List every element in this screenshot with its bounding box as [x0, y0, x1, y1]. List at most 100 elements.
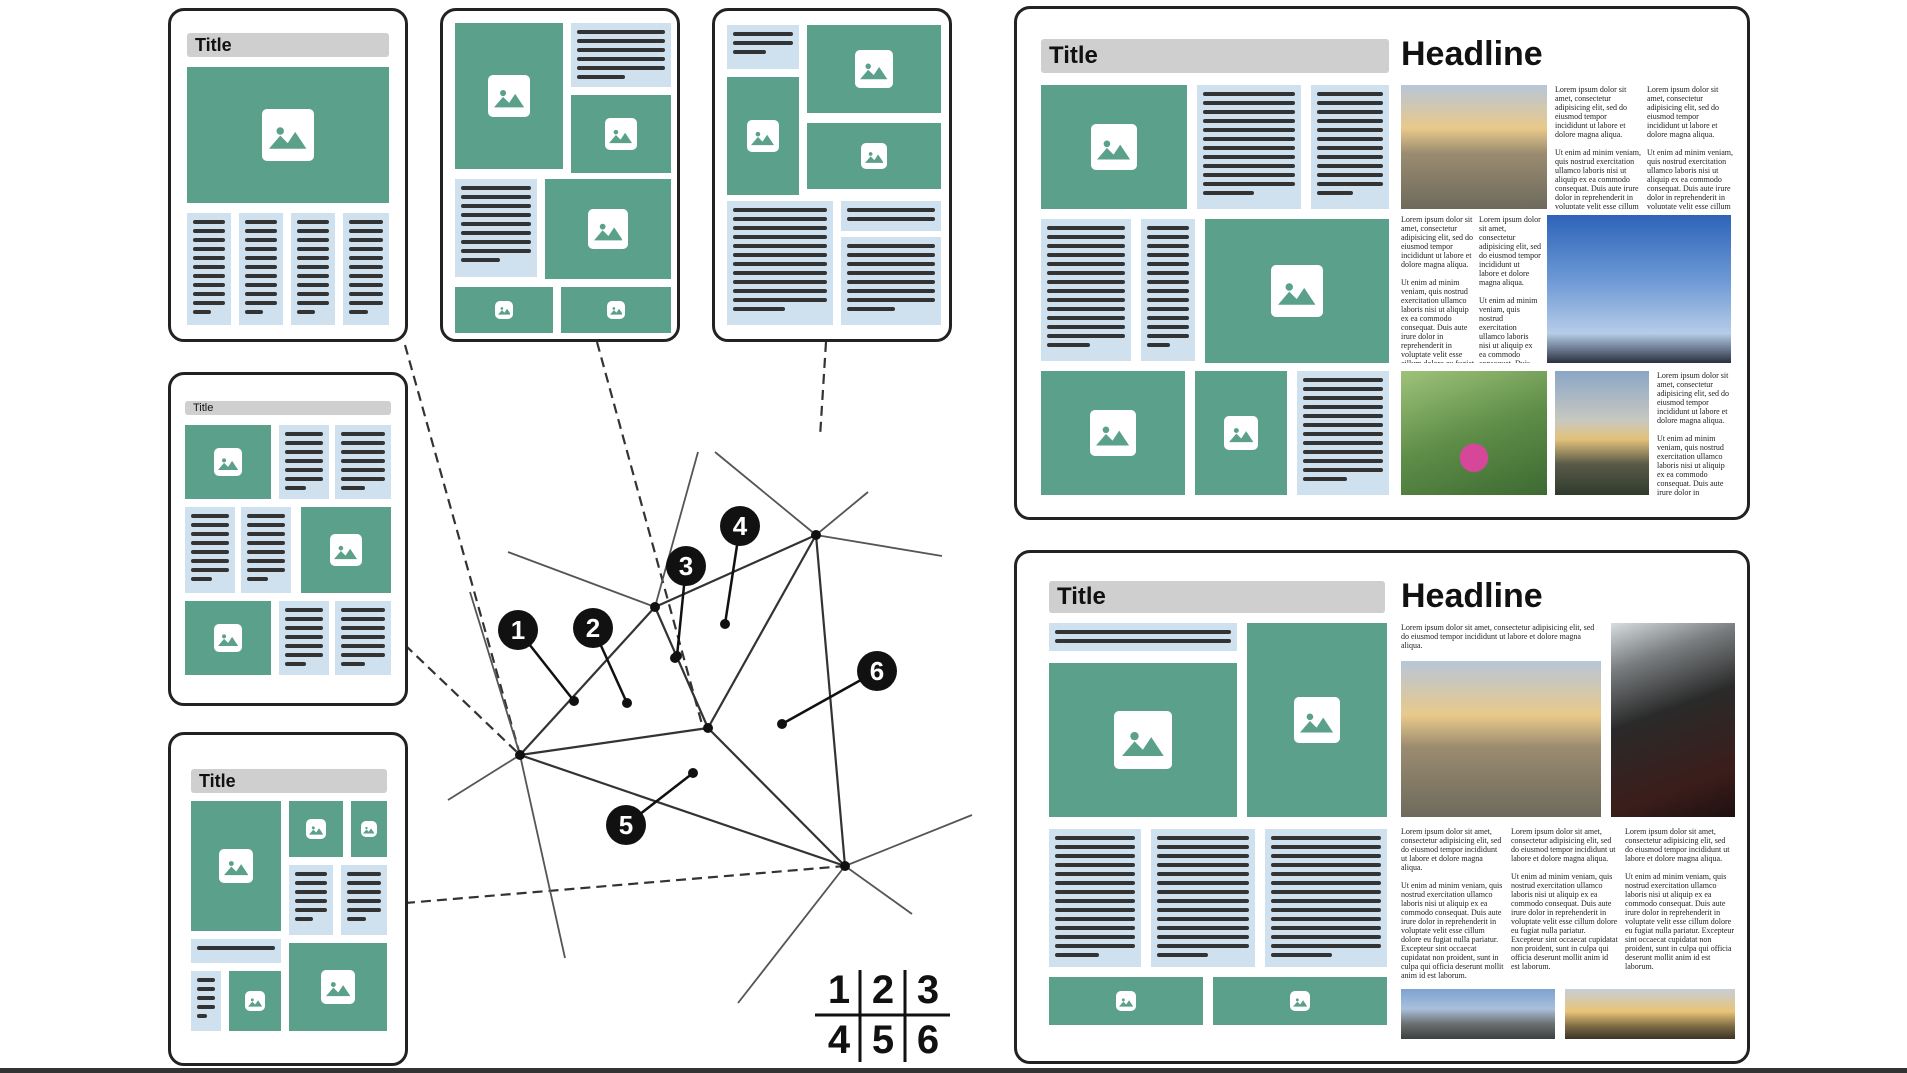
article-text: Lorem ipsum dolor sit amet, consectetur … — [1555, 85, 1641, 209]
text-line — [1055, 917, 1135, 921]
image-block — [1049, 663, 1237, 817]
text-line — [1055, 899, 1135, 903]
text-line — [191, 541, 229, 545]
text-line — [347, 908, 381, 912]
text-line — [1303, 468, 1383, 472]
text-line — [245, 292, 277, 296]
text-line — [1147, 244, 1189, 248]
image-icon — [306, 819, 326, 839]
voronoi-edge — [654, 533, 817, 609]
text-line — [1203, 128, 1295, 132]
text-line — [577, 30, 665, 34]
text-line — [285, 608, 323, 612]
text-line — [461, 258, 500, 262]
text-line — [247, 541, 285, 545]
text-line — [1055, 854, 1135, 858]
text-line — [1055, 944, 1135, 948]
voronoi-edge — [519, 606, 656, 756]
text-line — [1157, 872, 1249, 876]
text-line — [193, 220, 225, 224]
text-line — [1303, 441, 1383, 445]
image-block — [185, 601, 271, 675]
text-line — [347, 899, 381, 903]
text-line — [1271, 854, 1381, 858]
text-line — [1157, 836, 1249, 840]
title-bar: Title — [187, 33, 389, 57]
text-line — [297, 238, 329, 242]
text-line — [1055, 845, 1135, 849]
text-line — [1203, 101, 1295, 105]
text-line — [297, 292, 329, 296]
image-block — [289, 801, 343, 857]
region-label-6: 6 — [870, 656, 884, 686]
voronoi-ray — [844, 865, 913, 915]
image-icon — [214, 624, 242, 652]
text-line — [577, 48, 665, 52]
text-block — [1151, 829, 1255, 967]
voronoi-ray — [815, 534, 943, 557]
text-line — [733, 235, 827, 239]
voronoi-ray — [519, 754, 566, 959]
text-line — [1047, 289, 1125, 293]
text-line — [1303, 378, 1383, 382]
text-line — [1317, 182, 1383, 186]
text-line — [1157, 854, 1249, 858]
text-line — [1303, 477, 1347, 481]
text-line — [285, 468, 323, 472]
image-icon — [1090, 410, 1136, 456]
text-line — [295, 908, 327, 912]
image-icon — [747, 120, 779, 152]
image-block — [229, 971, 281, 1031]
text-line — [295, 917, 313, 921]
voronoi-ray — [507, 551, 656, 608]
text-line — [1047, 334, 1125, 338]
text-line — [1147, 280, 1189, 284]
image-block — [545, 179, 671, 279]
text-line — [847, 217, 935, 221]
image-icon — [1114, 711, 1172, 769]
text-line — [247, 559, 285, 563]
voronoi-ray — [654, 451, 699, 608]
text-line — [1271, 863, 1381, 867]
layout-card-large-1: Title Headline Lorem ipsum dolor sit ame… — [1014, 6, 1750, 520]
text-line — [847, 271, 935, 275]
image-icon — [1091, 124, 1137, 170]
photo-rooftop — [1611, 623, 1735, 817]
text-line — [297, 229, 329, 233]
text-line — [341, 608, 385, 612]
dashed-connector — [403, 344, 522, 756]
text-line — [191, 550, 229, 554]
text-line — [247, 532, 285, 536]
text-line — [733, 253, 827, 257]
layout-card-3 — [712, 8, 952, 342]
voronoi-ray — [737, 865, 846, 1004]
text-line — [1203, 146, 1295, 150]
text-block — [1141, 219, 1195, 361]
image-icon — [588, 209, 628, 249]
text-line — [295, 899, 327, 903]
text-block — [727, 201, 833, 325]
image-block — [561, 287, 671, 333]
text-line — [1147, 334, 1189, 338]
photo-sky — [1547, 215, 1731, 363]
image-block — [727, 77, 799, 195]
text-line — [733, 208, 827, 212]
text-line — [1303, 405, 1383, 409]
text-line — [733, 289, 827, 293]
text-line — [577, 75, 626, 79]
bottom-rule — [0, 1068, 1907, 1073]
text-line — [733, 50, 766, 54]
text-line — [1047, 298, 1125, 302]
text-line — [245, 229, 277, 233]
image-icon — [488, 75, 530, 117]
text-line — [349, 283, 383, 287]
text-line — [461, 204, 531, 208]
image-icon — [219, 849, 253, 883]
text-line — [285, 432, 323, 436]
text-line — [349, 256, 383, 260]
grid-key-6: 6 — [916, 1018, 940, 1062]
article-text: Lorem ipsum dolor sit amet, consectetur … — [1657, 371, 1729, 495]
text-line — [733, 32, 793, 36]
text-line — [1317, 164, 1383, 168]
dashed-connector — [404, 644, 521, 756]
